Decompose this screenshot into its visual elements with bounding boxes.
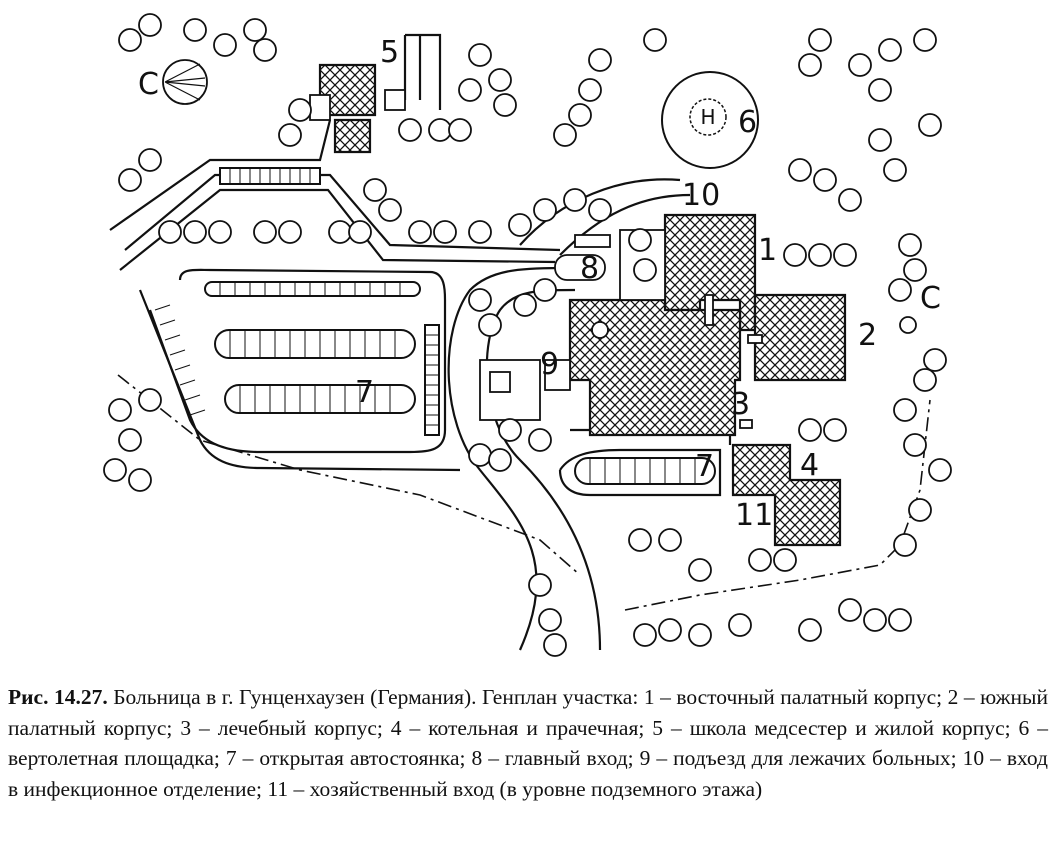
building-3-treatment — [568, 298, 742, 437]
upper-road — [109, 119, 332, 231]
parking-loop — [148, 268, 447, 454]
parking-row-side — [424, 324, 440, 436]
buildings — [318, 63, 847, 547]
parking-loop-inner — [138, 289, 461, 472]
upper-road-edge — [124, 173, 561, 252]
helipad: H — [661, 71, 759, 169]
label-3: 3 — [731, 387, 750, 422]
north-label: С — [138, 67, 159, 102]
parking-row — [224, 384, 416, 414]
north-label-right: С — [920, 281, 941, 316]
helipad-symbol: H — [700, 105, 715, 129]
label-9: 9 — [540, 347, 559, 382]
label-4: 4 — [800, 448, 819, 483]
helipad-road-edge — [559, 193, 691, 256]
site-plan: H С 1 2 3 4 5 6 — [103, 13, 952, 657]
label-2: 2 — [858, 318, 877, 353]
building-details — [309, 89, 763, 429]
site-boundary-right — [624, 399, 931, 611]
label-7-left: 7 — [355, 375, 374, 410]
label-1: 1 — [758, 233, 777, 268]
figure-number: Рис. 14.27. — [8, 685, 108, 709]
parking-row-lower-right — [574, 457, 716, 485]
caption-text: Больница в г. Гунценхаузен (Германия). Г… — [8, 685, 1048, 801]
figure-caption: Рис. 14.27. Больница в г. Гунценхаузен (… — [8, 682, 1048, 804]
north-arrow: С — [138, 59, 208, 105]
main-road — [447, 266, 561, 651]
label-11: 11 — [735, 498, 773, 533]
label-10: 10 — [682, 178, 720, 213]
parking-stripes — [154, 168, 696, 484]
school-road — [403, 33, 442, 110]
plan-labels: 1 2 3 4 5 6 7 7 8 9 10 11 С — [355, 35, 941, 533]
building-2-south-ward — [753, 293, 847, 382]
label-7-right: 7 — [695, 449, 714, 484]
label-6: 6 — [738, 105, 757, 140]
lower-right-road — [558, 448, 722, 497]
site-boundary-left — [117, 374, 581, 576]
building-5-annex — [333, 118, 372, 154]
parking-row — [204, 281, 421, 297]
label-5: 5 — [380, 35, 399, 70]
label-8: 8 — [580, 251, 599, 286]
trees — [103, 13, 952, 657]
building-4-boiler-laundry — [731, 443, 842, 547]
helipad-road — [519, 178, 681, 246]
upper-road-2 — [119, 188, 556, 271]
